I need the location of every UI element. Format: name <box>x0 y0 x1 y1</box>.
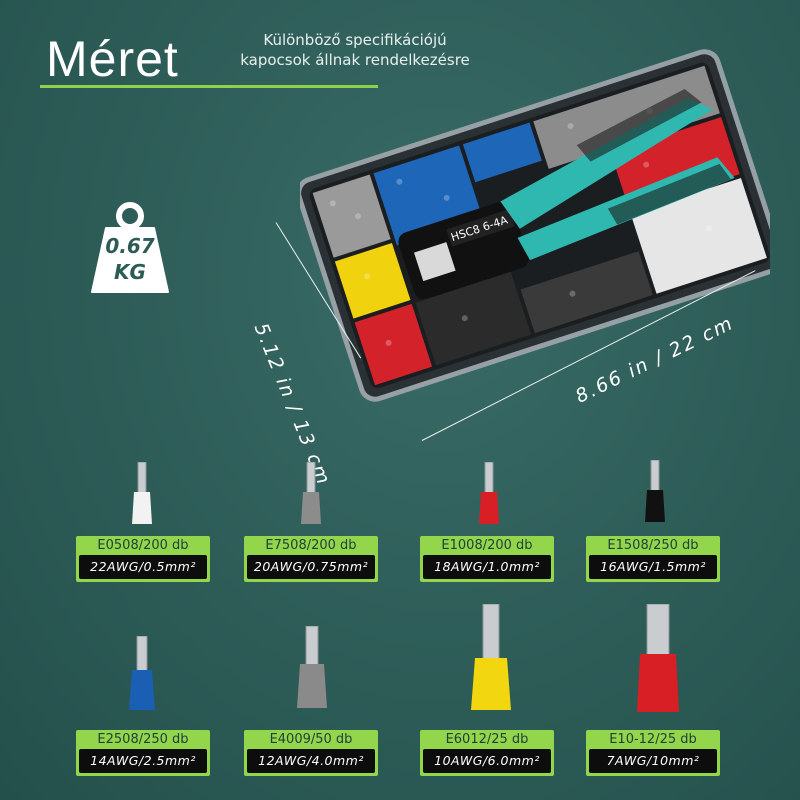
ferrule-code: E6012/25 db <box>445 732 529 747</box>
page-title: Méret <box>46 31 179 87</box>
kit-illustration: HSC8 6-4A <box>296 49 784 402</box>
ferrule-icon <box>636 603 680 718</box>
ferrule-label: E7508/200 db 20AWG/0.75mm² <box>244 536 378 582</box>
ferrule-code: E2508/250 db <box>97 732 189 747</box>
weight-badge: 0.67 KG <box>90 200 170 296</box>
ferrule-icon <box>644 459 666 528</box>
ferrule-spec: 14AWG/2.5mm² <box>79 749 207 773</box>
ferrule-code: E7508/200 db <box>265 538 357 553</box>
ferrule-spec: 12AWG/4.0mm² <box>247 749 375 773</box>
ferrule-spec: 18AWG/1.0mm² <box>423 555 551 579</box>
ferrule-spec: 20AWG/0.75mm² <box>247 555 375 579</box>
subtitle-line-1: Különböző specifikációjú <box>263 31 447 49</box>
ferrule-label: E10-12/25 db 7AWG/10mm² <box>586 730 720 776</box>
ferrule-label: E0508/200 db 22AWG/0.5mm² <box>76 536 210 582</box>
weight-unit: KG <box>114 260 146 284</box>
ferrule-icon <box>296 625 328 714</box>
ferrule-label: E1508/250 db 16AWG/1.5mm² <box>586 536 720 582</box>
ferrule-code: E10-12/25 db <box>609 732 697 747</box>
ferrule-code: E0508/200 db <box>97 538 189 553</box>
ferrule-icon <box>300 461 322 530</box>
subtitle: Különböző specifikációjú kapocsok állnak… <box>230 30 480 70</box>
ferrule-label: E6012/25 db 10AWG/6.0mm² <box>420 730 554 776</box>
ferrule-icon <box>478 461 500 530</box>
ferrule-icon <box>128 635 156 716</box>
ferrule-icon <box>470 603 512 716</box>
weight-icon <box>91 202 169 293</box>
ferrule-icon <box>131 461 153 530</box>
weight-value: 0.67 <box>105 234 155 258</box>
subtitle-line-2: kapocsok állnak rendelkezésre <box>240 51 470 69</box>
ferrule-spec: 7AWG/10mm² <box>589 749 717 773</box>
title-underline <box>40 85 378 88</box>
ferrule-code: E1508/250 db <box>607 538 699 553</box>
ferrule-label: E1008/200 db 18AWG/1.0mm² <box>420 536 554 582</box>
ferrule-spec: 10AWG/6.0mm² <box>423 749 551 773</box>
ferrule-code: E1008/200 db <box>441 538 533 553</box>
ferrule-label: E4009/50 db 12AWG/4.0mm² <box>244 730 378 776</box>
ferrule-kit-box: HSC8 6-4A <box>296 42 784 412</box>
ferrule-spec: 16AWG/1.5mm² <box>589 555 717 579</box>
ferrule-spec: 22AWG/0.5mm² <box>79 555 207 579</box>
ferrule-label: E2508/250 db 14AWG/2.5mm² <box>76 730 210 776</box>
ferrule-code: E4009/50 db <box>269 732 353 747</box>
